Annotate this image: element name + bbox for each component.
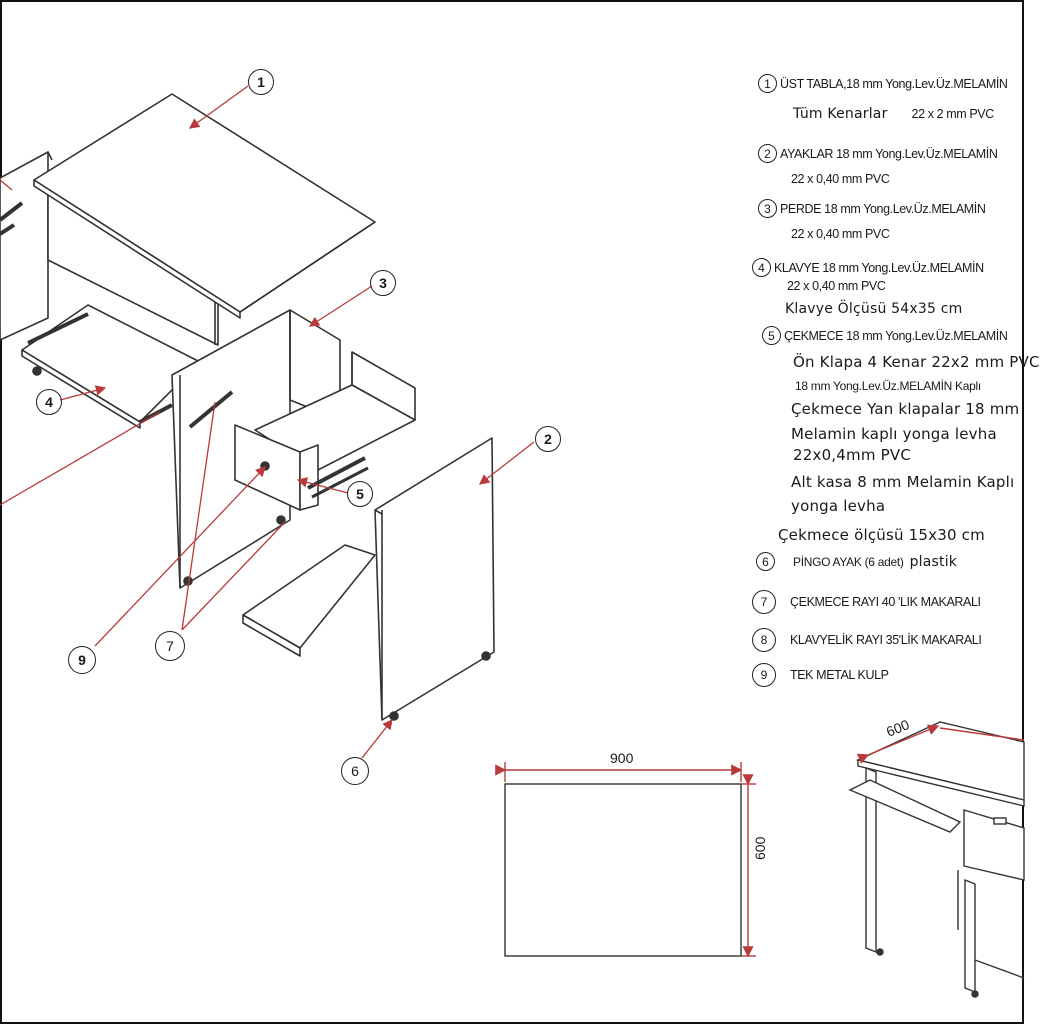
- legend-row-9: 9 TEK METAL KULP: [752, 663, 889, 687]
- legend-num-6: 6: [756, 552, 775, 571]
- legend-text-5g: Alt kasa 8 mm Melamin Kaplı: [791, 473, 1015, 491]
- legend-text-5c: 18 mm Yong.Lev.Üz.MELAMİN Kaplı: [795, 379, 981, 393]
- legend-text-6: PİNGO AYAK (6 adet): [793, 554, 904, 569]
- legend-text-2b: 22 x 0,40 mm PVC: [791, 172, 890, 186]
- legend-row-6: 6 PİNGO AYAK (6 adet) plastik: [756, 552, 957, 571]
- callout-4: 4: [36, 389, 62, 415]
- left-side-panel: [0, 151, 49, 341]
- legend-text-5e: Melamin kaplı yonga levha: [791, 425, 997, 443]
- legend-row-8: 8 KLAVYELİK RAYI 35'LİK MAKARALI: [752, 628, 982, 652]
- legend-num-3: 3: [758, 199, 777, 218]
- callout-9: 9: [68, 646, 96, 674]
- legend-text-5h: yonga levha: [791, 497, 886, 515]
- legend-text-7: ÇEKMECE RAYI 40 'LIK MAKARALI: [790, 595, 981, 609]
- callout-6: 6: [341, 757, 369, 785]
- legend-row-4: 4 KLAVYE 18 mm Yong.Lev.Üz.MELAMİN: [752, 258, 984, 277]
- legend-text-1: ÜST TABLA,18 mm Yong.Lev.Üz.MELAMİN: [780, 76, 1008, 91]
- top-table-edge: [33, 179, 241, 319]
- legend-text-9: TEK METAL KULP: [790, 668, 889, 682]
- legend-text-5d: Çekmece Yan klapalar 18 mm: [791, 400, 1020, 418]
- legend-num-7: 7: [752, 590, 776, 614]
- callout-1: 1: [248, 69, 274, 95]
- legend-num-9: 9: [752, 663, 776, 687]
- legend-row-1b: Tüm Kenarlar 22 x 2 mm PVC: [793, 106, 994, 122]
- legend-row-2: 2 AYAKLAR 18 mm Yong.Lev.Üz.MELAMİN: [758, 144, 998, 163]
- legend-text-6-material: plastik: [909, 553, 958, 570]
- callout-5: 5: [347, 481, 373, 507]
- legend-drawer-size: Çekmece ölçüsü 15x30 cm: [778, 526, 985, 544]
- legend-row-7: 7 ÇEKMECE RAYI 40 'LIK MAKARALI: [752, 590, 981, 614]
- legend-text-4: KLAVYE 18 mm Yong.Lev.Üz.MELAMİN: [774, 260, 984, 275]
- top-view: [495, 762, 756, 958]
- callout-7: 7: [155, 631, 185, 661]
- assembled-view: [848, 721, 1025, 998]
- legend-num-2: 2: [758, 144, 777, 163]
- legend-text-3b: 22 x 0,40 mm PVC: [791, 227, 890, 241]
- callout-2: 2: [535, 426, 561, 452]
- right-leg-panel: [374, 437, 495, 721]
- legend-row-3: 3 PERDE 18 mm Yong.Lev.Üz.MELAMİN: [758, 199, 986, 218]
- top-depth-dimension: 600: [752, 836, 768, 860]
- middle-panel: [171, 309, 291, 589]
- top-width-dimension: 900: [610, 750, 634, 766]
- legend-num-5: 5: [762, 326, 781, 345]
- legend-edges: Tüm Kenarlar: [793, 106, 888, 122]
- legend-text-5f: 22x0,4mm PVC: [793, 446, 911, 464]
- legend-text-4b: 22 x 0,40 mm PVC: [787, 279, 886, 293]
- legend-num-1: 1: [758, 74, 777, 93]
- callout-3: 3: [370, 270, 396, 296]
- legend-text-5: ÇEKMECE 18 mm Yong.Lev.Üz.MELAMİN: [784, 328, 1008, 343]
- legend-num-4: 4: [752, 258, 771, 277]
- legend-row-1: 1 ÜST TABLA,18 mm Yong.Lev.Üz.MELAMİN: [758, 74, 1008, 93]
- legend-row-5: 5 ÇEKMECE 18 mm Yong.Lev.Üz.MELAMİN: [762, 326, 1008, 345]
- legend-text-8: KLAVYELİK RAYI 35'LİK MAKARALI: [790, 633, 982, 647]
- legend-keyboard-size: Klavye Ölçüsü 54x35 cm: [785, 301, 963, 317]
- legend-num-8: 8: [752, 628, 776, 652]
- legend-text-2: AYAKLAR 18 mm Yong.Lev.Üz.MELAMİN: [780, 146, 998, 161]
- legend-text-3: PERDE 18 mm Yong.Lev.Üz.MELAMİN: [780, 201, 986, 216]
- legend-edges-pvc: 22 x 2 mm PVC: [911, 107, 995, 121]
- legend-text-5b: Ön Klapa 4 Kenar 22x2 mm PVC: [793, 353, 1040, 371]
